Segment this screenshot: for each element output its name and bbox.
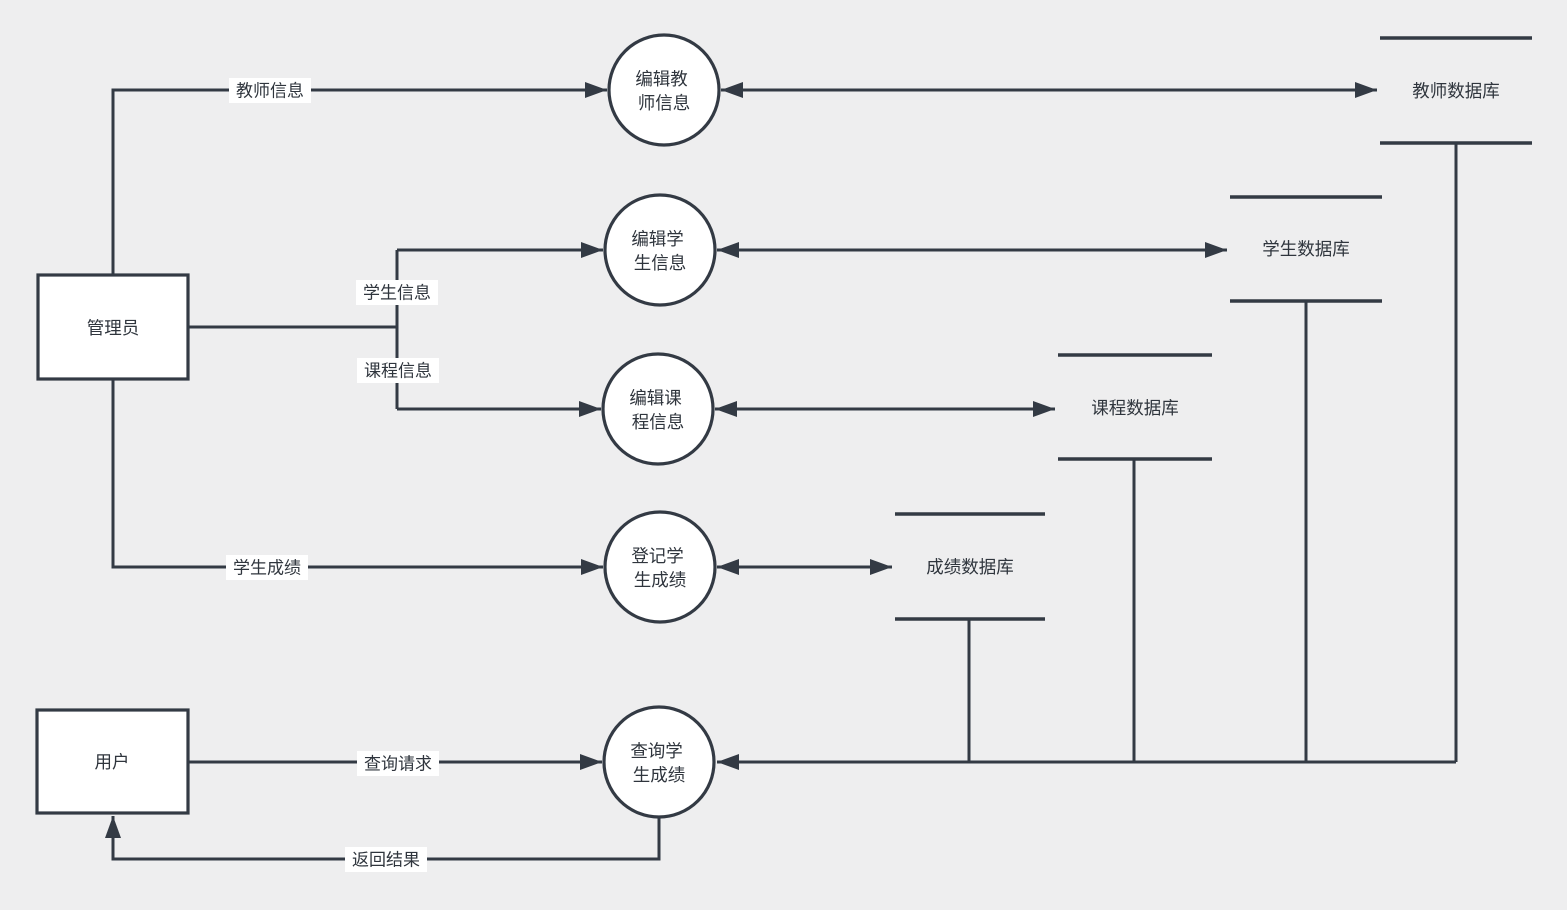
process-query-grade[interactable]: 查询学 生成绩: [602, 705, 716, 819]
datastore-teacher[interactable]: 教师数据库: [1380, 36, 1532, 145]
process-edit-student-label: 编辑学 生信息: [631, 229, 688, 273]
datastore-teacher-label: 教师数据库: [1412, 81, 1500, 101]
flow-label-query-request-text: 查询请求: [364, 755, 432, 774]
flow-label-return-result-bg: [345, 847, 427, 872]
process-record-grade-label: 登记学 生成绩: [631, 546, 688, 590]
flow-label-student-info-bg: [356, 280, 438, 305]
flow-label-course-info-bg: [357, 358, 439, 383]
process-edit-teacher-circle[interactable]: [607, 33, 721, 147]
datastore-course-label: 课程数据库: [1091, 398, 1179, 418]
entity-admin-label: 管理员: [87, 318, 140, 338]
datastore-student-label: 学生数据库: [1262, 239, 1350, 259]
entity-user-label: 用户: [95, 752, 130, 772]
flow-label-student-info-text: 学生信息: [363, 284, 431, 303]
flow-admin-to-record-grade: [111, 379, 603, 575]
process-query-grade-label: 查询学 生成绩: [630, 741, 687, 785]
flow-label-student-info: 学生信息: [356, 280, 438, 305]
flow-label-return-result-text: 返回结果: [352, 851, 420, 870]
process-edit-teacher[interactable]: 编辑教 师信息: [607, 33, 721, 147]
process-record-grade-circle[interactable]: [603, 510, 717, 624]
datastore-course[interactable]: 课程数据库: [1058, 353, 1212, 461]
process-edit-course[interactable]: 编辑课 程信息: [601, 352, 715, 466]
datastore-grade[interactable]: 成绩数据库: [895, 512, 1045, 621]
flow-label-student-grade-bg: [226, 555, 308, 580]
flow-label-teacher-info: 教师信息: [229, 78, 311, 103]
datastore-student[interactable]: 学生数据库: [1230, 195, 1382, 303]
flow-label-query-request: 查询请求: [357, 751, 439, 776]
entity-admin-box[interactable]: [36, 273, 190, 381]
flow-label-student-grade: 学生成绩: [226, 555, 308, 580]
process-edit-course-label: 编辑课 程信息: [629, 388, 686, 432]
flow-label-return-result: 返回结果: [345, 847, 427, 872]
flow-admin-to-edit-teacher: [111, 82, 607, 275]
entity-user[interactable]: 用户: [35, 708, 190, 815]
datastore-grade-label: 成绩数据库: [926, 557, 1014, 577]
process-edit-student[interactable]: 编辑学 生信息: [603, 193, 717, 307]
process-record-grade[interactable]: 登记学 生成绩: [603, 510, 717, 624]
process-edit-student-circle[interactable]: [603, 193, 717, 307]
flow-label-teacher-info-text: 教师信息: [236, 82, 304, 101]
entity-user-box[interactable]: [35, 708, 190, 815]
entity-admin[interactable]: 管理员: [36, 273, 190, 381]
process-edit-course-circle[interactable]: [601, 352, 715, 466]
flow-label-course-info-text: 课程信息: [364, 362, 432, 381]
edges: [105, 82, 1458, 861]
flow-label-query-request-bg: [357, 751, 439, 776]
flow-label-teacher-info-bg: [229, 78, 311, 103]
flow-label-student-grade-text: 学生成绩: [233, 559, 301, 578]
process-query-grade-circle[interactable]: [602, 705, 716, 819]
process-edit-teacher-label: 编辑教 师信息: [635, 69, 692, 113]
flow-label-course-info: 课程信息: [357, 358, 439, 383]
